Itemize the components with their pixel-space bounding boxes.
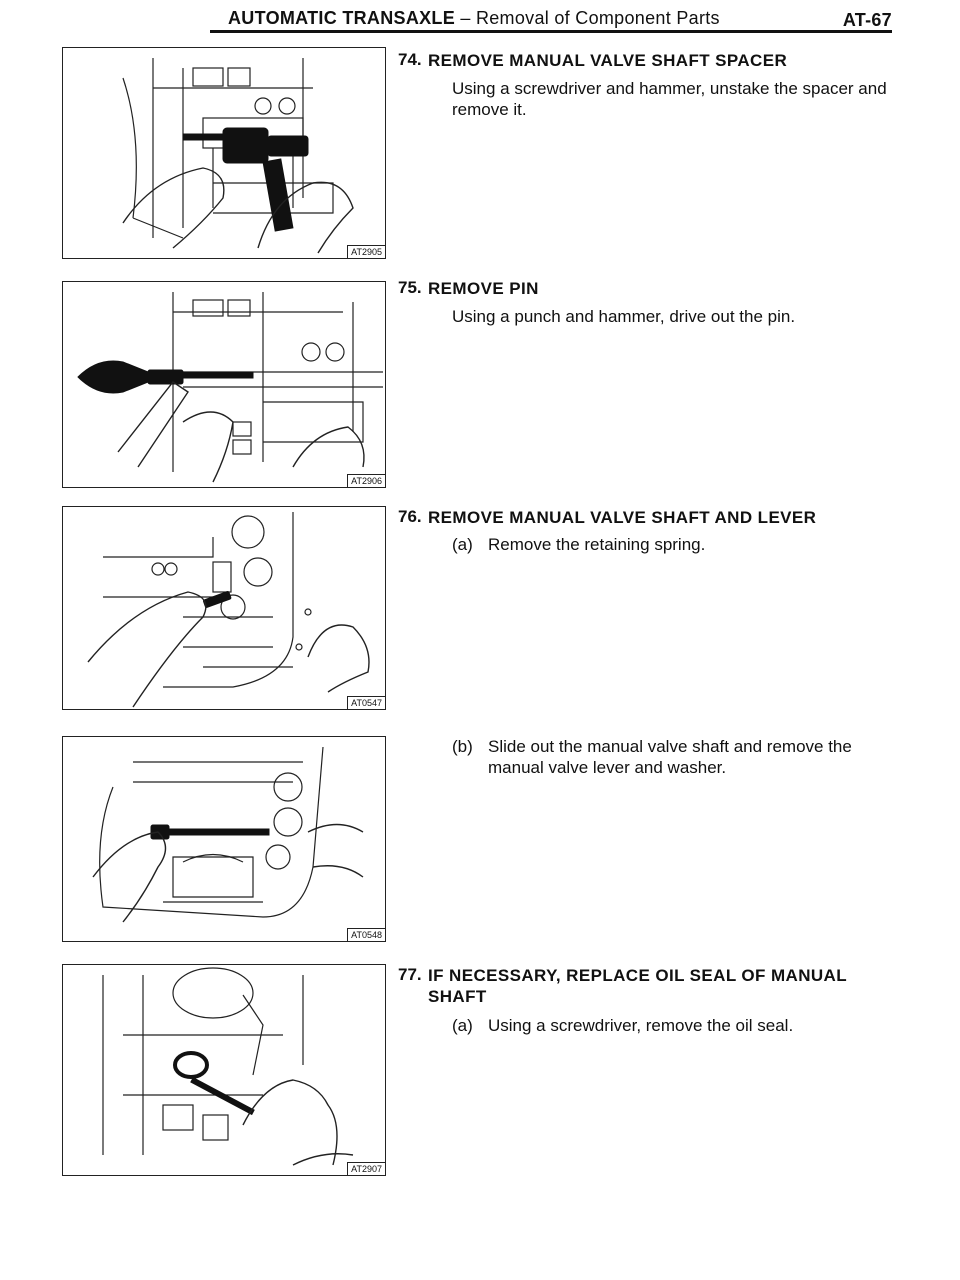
figure-2-code: AT2906 bbox=[347, 474, 385, 487]
step-76b: (b) Slide out the manual valve shaft and… bbox=[452, 736, 902, 780]
oil-seal-illustration bbox=[102, 967, 354, 1166]
figure-4-code: AT0548 bbox=[347, 928, 385, 941]
step-77: 77. IF NECESSARY, REPLACE OIL SEAL OF MA… bbox=[398, 965, 898, 1009]
header-title: AUTOMATIC TRANSAXLE – Removal of Compone… bbox=[228, 8, 720, 29]
step-heading: REMOVE MANUAL VALVE SHAFT AND LEVER bbox=[428, 508, 817, 527]
substep-text: Using a screwdriver, remove the oil seal… bbox=[488, 1016, 794, 1035]
page-header: AUTOMATIC TRANSAXLE – Removal of Compone… bbox=[210, 6, 892, 30]
figure-4: AT0548 bbox=[62, 736, 386, 942]
header-rule bbox=[210, 30, 892, 33]
step-74-text: Using a screwdriver and hammer, unstake … bbox=[452, 79, 887, 119]
step-number: 77. bbox=[398, 965, 422, 984]
step-number: 75. bbox=[398, 278, 422, 297]
figure-1: AT2905 bbox=[62, 47, 386, 259]
substep-label: (b) bbox=[452, 737, 473, 756]
step-heading: IF NECESSARY, REPLACE OIL SEAL OF MANUAL… bbox=[428, 966, 847, 1006]
retaining-spring-illustration bbox=[87, 512, 370, 708]
step-75-text: Using a punch and hammer, drive out the … bbox=[452, 307, 796, 326]
figure-2: AT2906 bbox=[62, 281, 386, 488]
step-74: 74. REMOVE MANUAL VALVE SHAFT SPACER bbox=[398, 50, 898, 74]
substep-label: (a) bbox=[452, 535, 473, 554]
header-title-sub: – Removal of Component Parts bbox=[455, 8, 720, 28]
hammer-screwdriver-illustration bbox=[122, 58, 354, 254]
step-75: 75. REMOVE PIN bbox=[398, 278, 898, 302]
figure-1-code: AT2905 bbox=[347, 245, 385, 258]
figure-5-code: AT2907 bbox=[347, 1162, 385, 1175]
step-76a: (a) Remove the retaining spring. bbox=[452, 534, 902, 556]
step-number: 76. bbox=[398, 507, 422, 526]
substep-text: Remove the retaining spring. bbox=[488, 535, 706, 554]
step-76: 76. REMOVE MANUAL VALVE SHAFT AND LEVER bbox=[398, 507, 898, 531]
figure-3-code: AT0547 bbox=[347, 696, 385, 709]
valve-shaft-illustration bbox=[92, 746, 364, 923]
substep-text: Slide out the manual valve shaft and rem… bbox=[488, 737, 852, 777]
figure-5: AT2907 bbox=[62, 964, 386, 1176]
step-heading: REMOVE MANUAL VALVE SHAFT SPACER bbox=[428, 51, 788, 70]
step-77a: (a) Using a screwdriver, remove the oil … bbox=[452, 1015, 902, 1037]
page-number: AT-67 bbox=[842, 10, 892, 30]
header-title-main: AUTOMATIC TRANSAXLE bbox=[228, 8, 456, 28]
step-heading: REMOVE PIN bbox=[428, 279, 539, 298]
substep-label: (a) bbox=[452, 1016, 473, 1035]
step-number: 74. bbox=[398, 50, 422, 69]
punch-hammer-illustration bbox=[77, 292, 383, 483]
figure-3: AT0547 bbox=[62, 506, 386, 710]
